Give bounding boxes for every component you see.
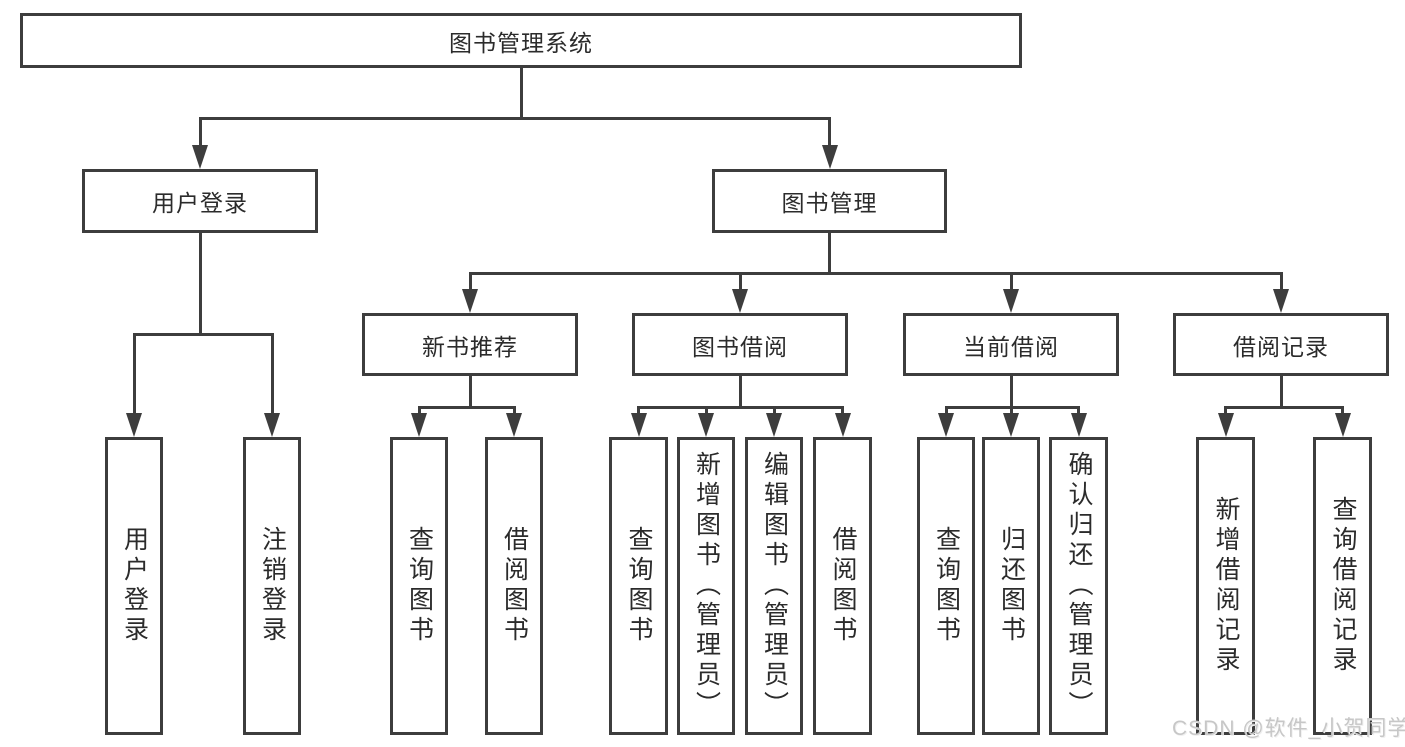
node-new-book-recommend: 新书推荐 [362, 313, 578, 376]
connector-branch [468, 271, 1283, 275]
arrow-down-icon [698, 413, 714, 437]
arrow-down-icon [1273, 289, 1289, 313]
node-label-rec-query-books: 查询图书 [405, 526, 434, 646]
node-label-user-login: 用户登录 [152, 190, 248, 216]
arrow-down-icon [732, 289, 748, 313]
arrow-down-icon [630, 413, 647, 437]
connector-drop [1224, 405, 1227, 415]
node-cb-return-books: 归还图书 [982, 437, 1040, 735]
node-cb-query-books: 查询图书 [917, 437, 975, 735]
node-label-bb-edit-books-admin: 编辑图书（管理员） [760, 451, 789, 721]
node-label-current-borrowing: 当前借阅 [963, 333, 1059, 360]
connector-drop [841, 405, 844, 415]
node-label-borrowing-records: 借阅记录 [1233, 333, 1329, 360]
node-label-new-book-recommend: 新书推荐 [422, 333, 518, 360]
arrow-down-icon [1003, 413, 1019, 437]
node-label-logout: 注销登录 [258, 526, 287, 646]
connector-branch [637, 405, 844, 409]
connector-drop [637, 405, 640, 415]
connector-stub [468, 376, 472, 409]
connector-drop [738, 271, 742, 291]
arrow-down-icon [1003, 289, 1019, 313]
arrow-down-icon [506, 413, 522, 437]
node-label-bb-borrow-books: 借阅图书 [829, 526, 857, 646]
connector-drop [132, 332, 136, 415]
node-label-br-add-record: 新增借阅记录 [1212, 496, 1240, 676]
node-borrowing-records: 借阅记录 [1173, 313, 1389, 376]
connector-drop [704, 405, 708, 415]
node-cb-confirm-return-admin: 确认归还（管理员） [1049, 437, 1108, 735]
arrow-down-icon [834, 413, 851, 437]
arrow-down-icon [1217, 413, 1234, 437]
node-bb-edit-books-admin: 编辑图书（管理员） [745, 437, 803, 735]
connector-drop [1279, 271, 1283, 291]
arrow-down-icon [1070, 413, 1087, 437]
connector-drop [198, 116, 202, 147]
connector-stub [198, 233, 202, 336]
connector-stub [738, 376, 742, 409]
node-label-br-query-record: 查询借阅记录 [1329, 496, 1357, 676]
connector-branch [198, 116, 831, 120]
node-label-cb-query-books: 查询图书 [932, 526, 961, 646]
node-rec-borrow-books: 借阅图书 [485, 437, 543, 735]
node-rec-query-books: 查询图书 [390, 437, 448, 735]
connector-drop [417, 405, 421, 415]
connector-drop [1009, 271, 1013, 291]
node-login: 用户登录 [105, 437, 163, 735]
node-br-add-record: 新增借阅记录 [1196, 437, 1255, 735]
node-label-cb-return-books: 归还图书 [997, 526, 1026, 646]
node-current-borrowing: 当前借阅 [903, 313, 1119, 376]
node-user-login: 用户登录 [82, 169, 318, 233]
node-label-rec-borrow-books: 借阅图书 [500, 526, 529, 646]
connector-drop [1009, 405, 1013, 415]
node-logout: 注销登录 [243, 437, 301, 735]
arrow-down-icon [264, 413, 280, 437]
connector-drop [270, 332, 274, 415]
arrow-down-icon [821, 145, 838, 169]
connector-branch [417, 405, 516, 409]
arrow-down-icon [766, 413, 782, 437]
arrow-down-icon [192, 145, 208, 169]
connector-drop [468, 271, 472, 291]
node-label-bb-query-books: 查询图书 [625, 526, 653, 646]
connector-stub [519, 68, 523, 120]
node-label-book-borrowing: 图书借阅 [692, 333, 788, 360]
connector-stub [828, 233, 831, 275]
node-br-query-record: 查询借阅记录 [1313, 437, 1372, 735]
connector-branch [1224, 405, 1344, 409]
connector-drop [828, 116, 831, 147]
node-label-login: 用户登录 [120, 526, 149, 646]
node-book-management: 图书管理 [712, 169, 947, 233]
arrow-down-icon [938, 413, 954, 437]
connector-branch [132, 332, 274, 336]
connector-drop [944, 405, 948, 415]
node-library-system: 图书管理系统 [20, 13, 1022, 68]
connector-drop [1341, 405, 1344, 415]
node-label-bb-add-books-admin: 新增图书（管理员） [692, 451, 721, 721]
connector-drop [772, 405, 776, 415]
node-bb-query-books: 查询图书 [609, 437, 668, 735]
node-label-library-system: 图书管理系统 [449, 29, 593, 56]
connector-stub [1009, 376, 1013, 409]
arrow-down-icon [411, 413, 427, 437]
node-book-borrowing: 图书借阅 [632, 313, 848, 376]
arrow-down-icon [126, 413, 142, 437]
connector-drop [512, 405, 516, 415]
connector-stub [1279, 376, 1283, 409]
connector-drop [1077, 405, 1080, 415]
arrow-down-icon [462, 289, 478, 313]
node-label-cb-confirm-return-admin: 确认归还（管理员） [1065, 451, 1093, 721]
node-bb-borrow-books: 借阅图书 [813, 437, 872, 735]
arrow-down-icon [1334, 413, 1351, 437]
node-label-book-management: 图书管理 [781, 190, 878, 216]
watermark: CSDN @软件_小贺同学 [1172, 717, 1405, 740]
node-bb-add-books-admin: 新增图书（管理员） [677, 437, 735, 735]
